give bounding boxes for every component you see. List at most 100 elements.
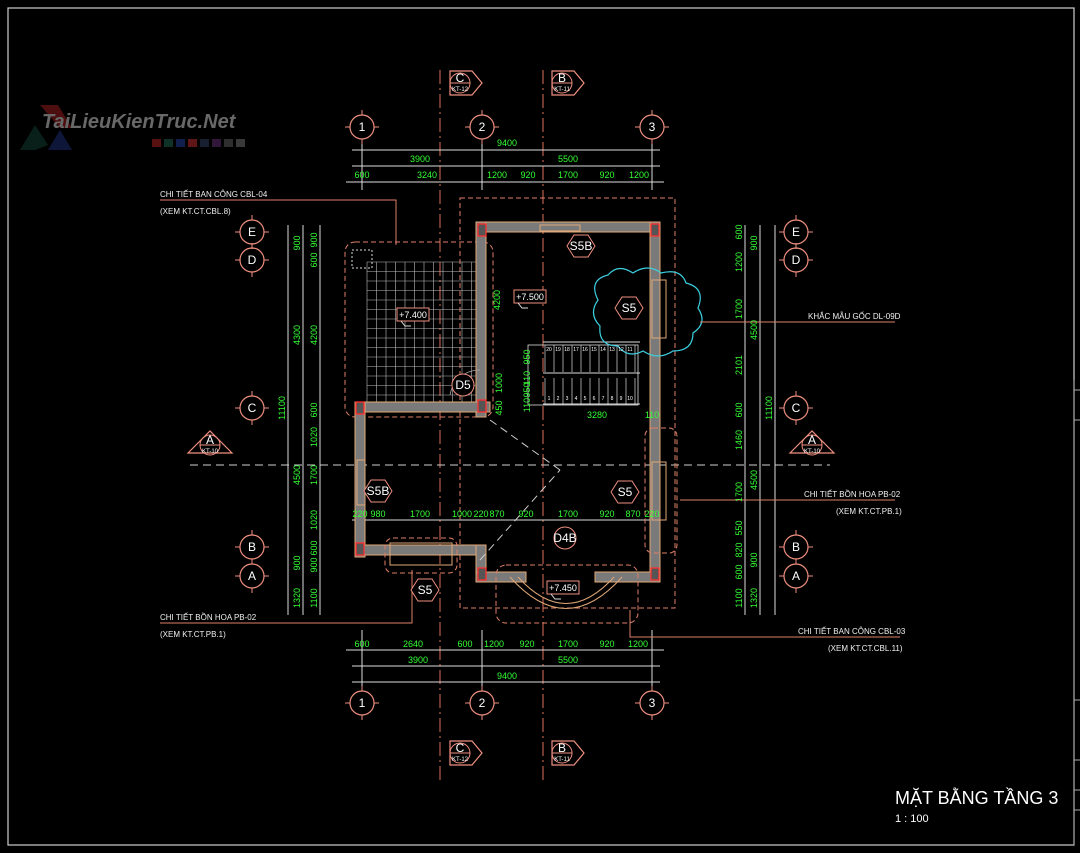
axis-bubble-3-bottom[interactable]: 3 bbox=[635, 686, 669, 720]
stair-number: 1 bbox=[548, 396, 551, 402]
section-marker-c-top[interactable]: CKT-12 bbox=[449, 70, 483, 96]
dim-left-detail: 900 bbox=[309, 232, 319, 247]
dim-bottom-sub: 3900 bbox=[408, 655, 428, 665]
section-ref: KT-10 bbox=[804, 449, 821, 455]
stair-number: 6 bbox=[593, 396, 596, 402]
axis-label: B bbox=[792, 540, 800, 554]
dim-right-detail: 600 bbox=[734, 402, 744, 417]
axis-bubble-A-left[interactable]: A bbox=[235, 559, 269, 593]
dim-bottom-detail: 920 bbox=[599, 639, 614, 649]
dim-interior: 220 bbox=[644, 509, 659, 519]
window-tag[interactable]: S5 bbox=[614, 296, 644, 320]
section-marker-b-bottom[interactable]: BKT-11 bbox=[551, 740, 585, 766]
dim-top-detail: 1200 bbox=[629, 170, 649, 180]
dim-left-detail: 600 bbox=[309, 252, 319, 267]
wall-stair-left bbox=[475, 221, 487, 418]
watermark-swatch bbox=[164, 139, 173, 147]
axis-label: B bbox=[248, 540, 256, 554]
section-marker-c-bottom[interactable]: CKT-12 bbox=[449, 740, 483, 766]
dim-right-mid: 900 bbox=[749, 552, 759, 567]
annotation-planter-pb02-left-ref: (XEM KT.CT.PB.1) bbox=[160, 630, 226, 639]
grid-lines bbox=[190, 70, 830, 780]
axis-bubble-C-right[interactable]: C bbox=[779, 391, 813, 425]
stair-number: 2 bbox=[557, 396, 560, 402]
dim-left-detail: 1020 bbox=[309, 510, 319, 530]
section-letter: A bbox=[808, 433, 816, 447]
stair-number: 15 bbox=[591, 347, 597, 353]
axis-bubble-A-right[interactable]: A bbox=[779, 559, 813, 593]
axis-label: A bbox=[248, 569, 256, 583]
axis-bubble-3-top[interactable]: 3 bbox=[635, 110, 669, 144]
dimension-lines bbox=[287, 149, 776, 683]
axis-bubble-1-bottom[interactable]: 1 bbox=[345, 686, 379, 720]
dim-right-mid: 900 bbox=[749, 235, 759, 250]
door-tag[interactable]: D4B bbox=[553, 526, 577, 550]
axis-bubble-2-bottom[interactable]: 2 bbox=[465, 686, 499, 720]
window-tag[interactable]: S5B bbox=[566, 234, 596, 258]
stair-number: 9 bbox=[620, 396, 623, 402]
level-marker: +7.500 bbox=[513, 289, 547, 309]
dim-right-detail: 820 bbox=[734, 542, 744, 557]
axis-label: C bbox=[792, 401, 801, 415]
dim-bottom-detail: 1200 bbox=[484, 639, 504, 649]
watermark-swatch bbox=[236, 139, 245, 147]
axis-bubble-D-right[interactable]: D bbox=[779, 243, 813, 277]
axis-label: 3 bbox=[649, 120, 656, 134]
watermark-swatch bbox=[176, 139, 185, 147]
tag-label: S5B bbox=[570, 239, 593, 253]
dim-right-mid: 4500 bbox=[749, 470, 759, 490]
axis-label: E bbox=[792, 225, 800, 239]
wall-bottom-a bbox=[475, 571, 527, 583]
stair-number: 16 bbox=[582, 347, 588, 353]
dim-bottom-detail: 600 bbox=[457, 639, 472, 649]
section-ref: KT-12 bbox=[452, 87, 469, 93]
dim-left-detail: 1700 bbox=[309, 465, 319, 485]
dim-stair: 3280 bbox=[587, 410, 607, 420]
annotation-planter-pb02-left-title: CHI TIẾT BỒN HOA PB-02 bbox=[160, 612, 257, 622]
dim-interior: 920 bbox=[518, 509, 533, 519]
window-right-1 bbox=[651, 279, 667, 339]
annotation-balcony-cbl04-ref: (XEM KT.CT.CBL.8) bbox=[160, 207, 231, 216]
dim-top-detail: 920 bbox=[599, 170, 614, 180]
axis-bubble-D-left[interactable]: D bbox=[235, 243, 269, 277]
dim-interior: 220 bbox=[473, 509, 488, 519]
dim-right-mid: 1320 bbox=[749, 588, 759, 608]
tag-label: S5 bbox=[418, 583, 433, 597]
dim-left-detail: 1020 bbox=[309, 427, 319, 447]
dim-right-detail: 1200 bbox=[734, 252, 744, 272]
level-text: +7.400 bbox=[399, 310, 427, 320]
dim-bottom-detail: 2640 bbox=[403, 639, 423, 649]
dim-right-detail: 1100 bbox=[734, 588, 744, 607]
dim-left-overall: 11100 bbox=[277, 396, 287, 420]
window-tag[interactable]: S5B bbox=[363, 479, 393, 503]
axis-label: 3 bbox=[649, 696, 656, 710]
axis-bubble-2-top[interactable]: 2 bbox=[465, 110, 499, 144]
section-marker-b-top[interactable]: BKT-11 bbox=[551, 70, 585, 96]
axis-bubble-C-left[interactable]: C bbox=[235, 391, 269, 425]
section-marker-a-right[interactable]: A KT-10 bbox=[788, 430, 836, 456]
dim-left-mid: 1320 bbox=[292, 588, 302, 608]
axis-label: 2 bbox=[479, 120, 486, 134]
section-letter: B bbox=[558, 71, 566, 85]
tag-label: S5B bbox=[367, 484, 390, 498]
level-marker: +7.450 bbox=[546, 580, 580, 600]
dim-interior: 1700 bbox=[410, 509, 430, 519]
window-tag[interactable]: S5 bbox=[410, 578, 440, 602]
dim-stair: 1000 bbox=[494, 373, 504, 393]
dim-interior: 920 bbox=[599, 509, 614, 519]
door-tag[interactable]: D5 bbox=[451, 373, 475, 397]
dim-left-detail: 900 bbox=[309, 557, 319, 572]
wall-balcony-bottom bbox=[354, 401, 491, 413]
axis-bubble-1-top[interactable]: 1 bbox=[345, 110, 379, 144]
watermark-swatch bbox=[188, 139, 197, 147]
dim-interior: 870 bbox=[489, 509, 504, 519]
stair-number: 14 bbox=[600, 347, 606, 353]
dim-bottom-detail: 1700 bbox=[558, 639, 578, 649]
level-text: +7.500 bbox=[516, 292, 544, 302]
section-marker-a-left[interactable]: AKT-10 bbox=[186, 430, 234, 456]
window-tag[interactable]: S5 bbox=[610, 480, 640, 504]
axis-label: 1 bbox=[359, 696, 366, 710]
level-marker: +7.400 bbox=[396, 307, 430, 327]
window-right-2 bbox=[651, 461, 667, 521]
